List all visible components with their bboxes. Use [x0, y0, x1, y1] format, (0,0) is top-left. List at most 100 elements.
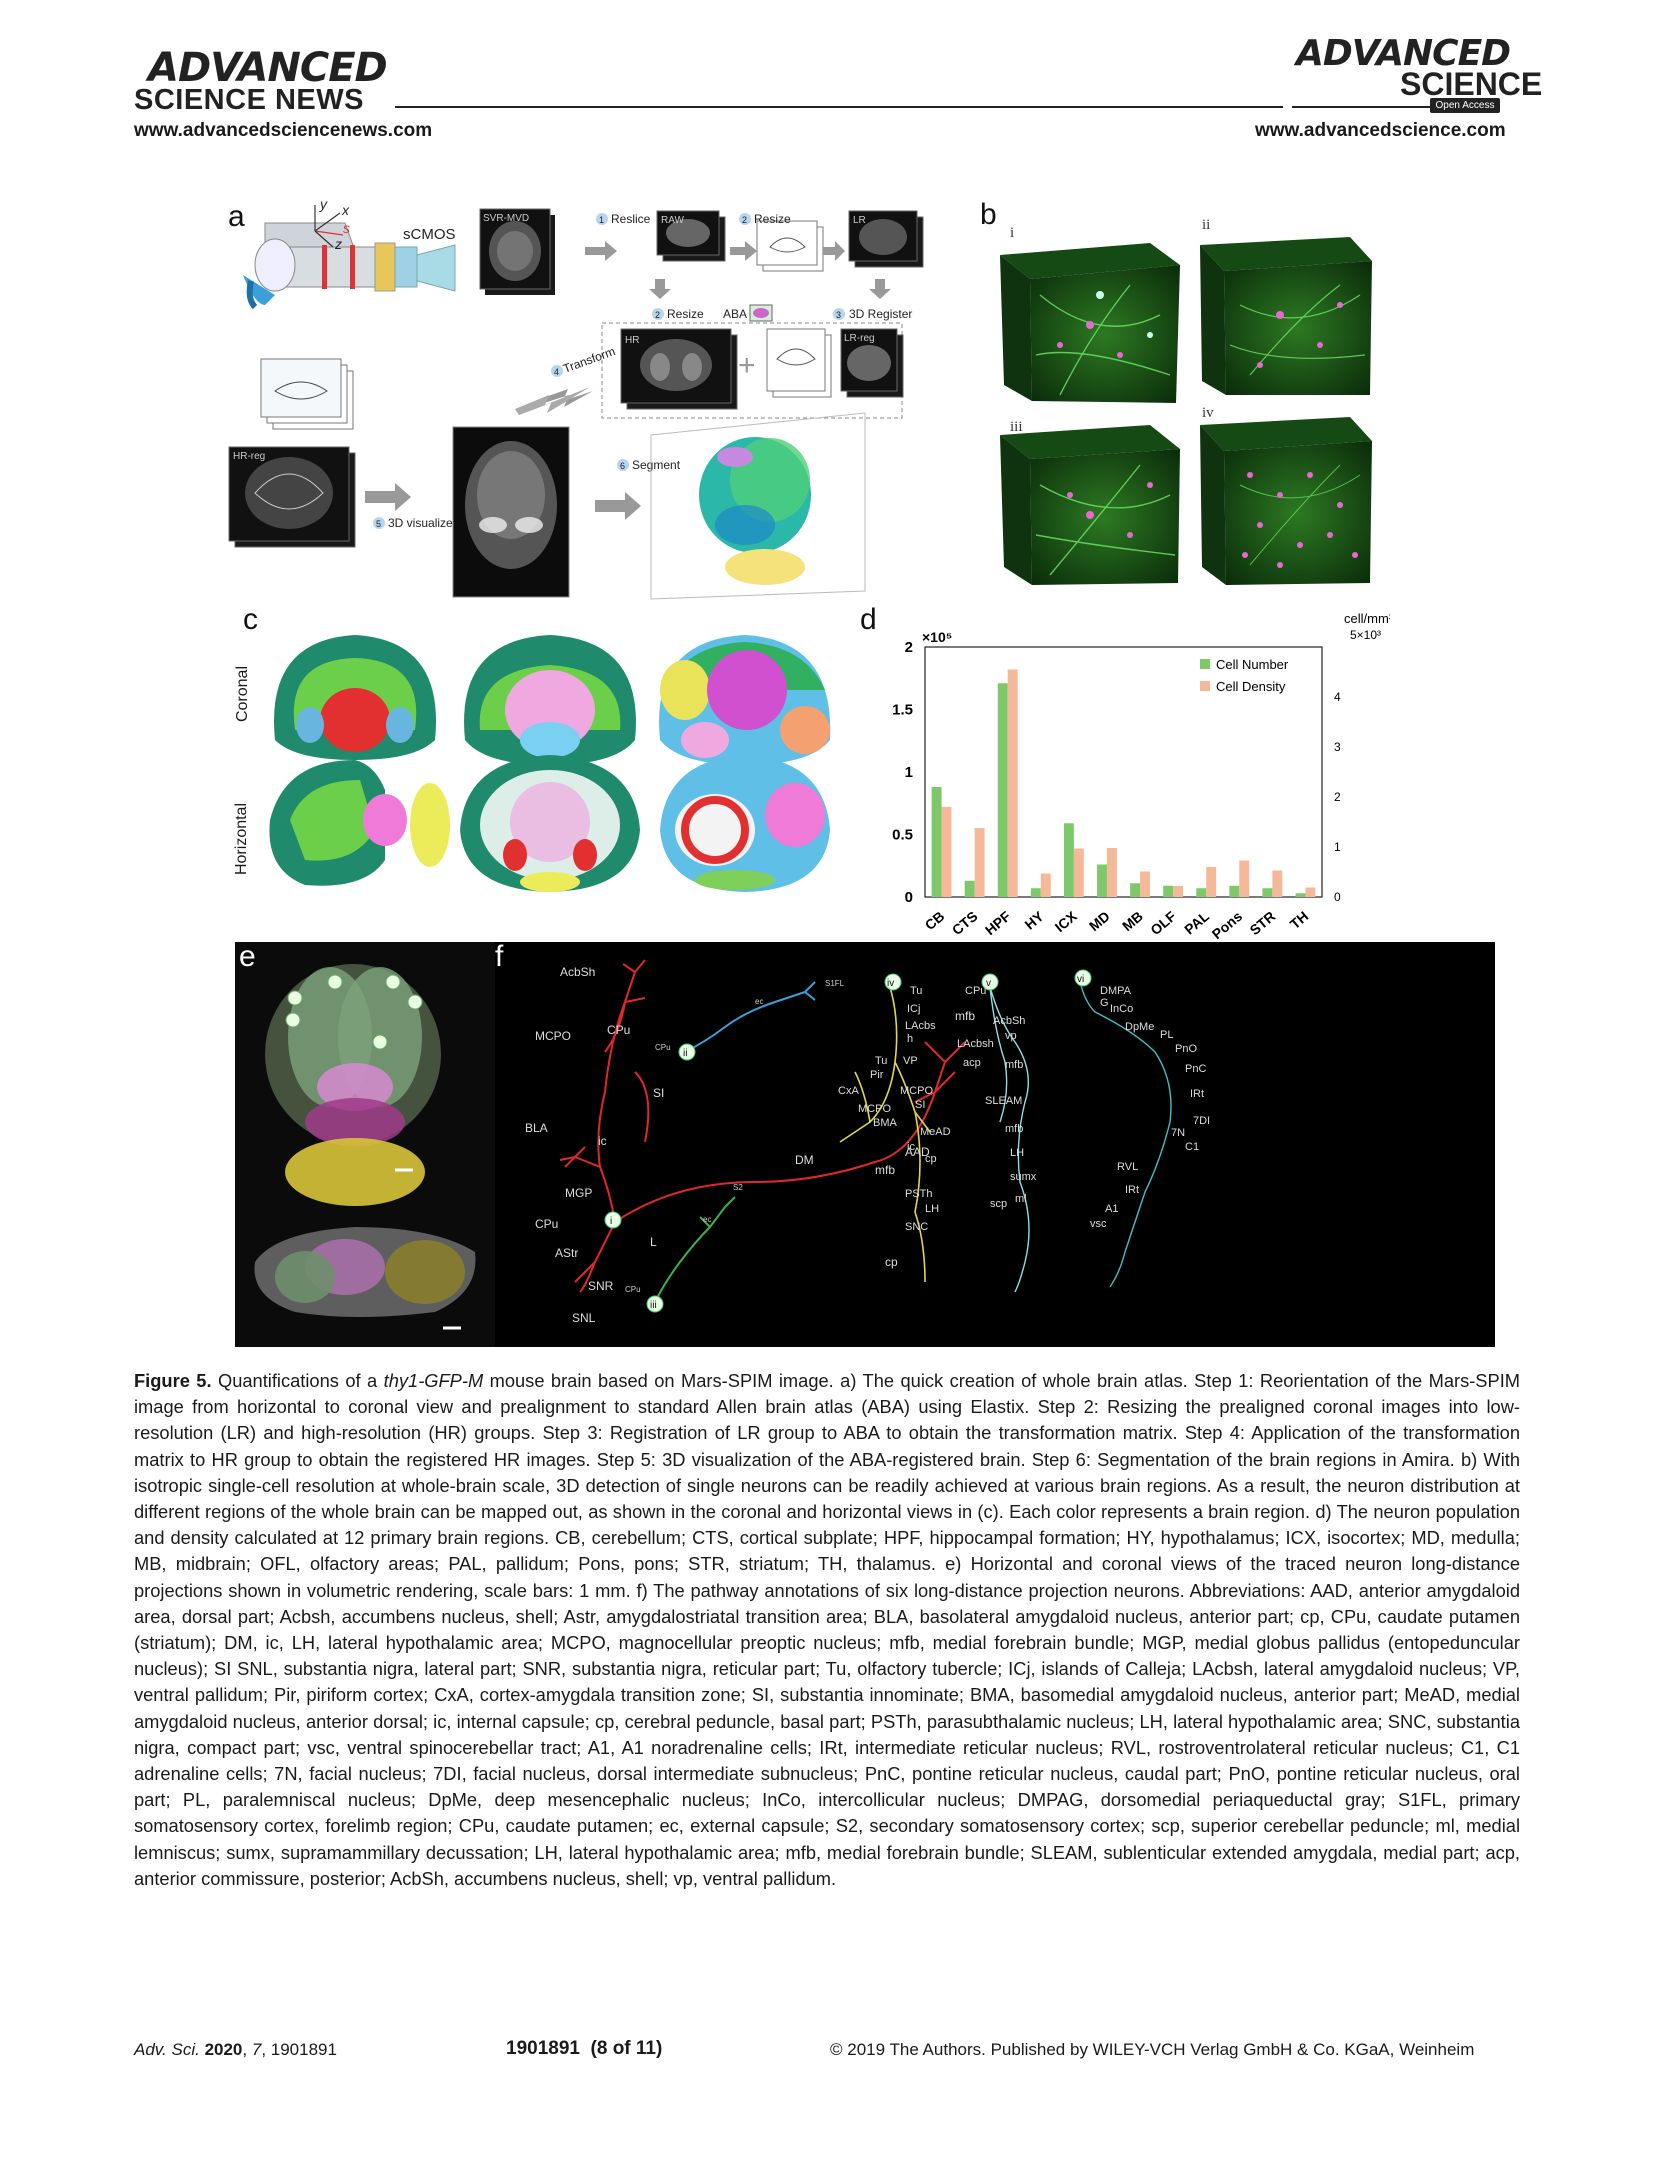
step6-label: Segment: [632, 458, 681, 472]
stack-hr: [620, 328, 738, 410]
label-v-9: sumx: [1010, 1171, 1037, 1183]
panel-a-workflow: y x s z sCMOS SVR-MVD RAW LR: [228, 196, 924, 600]
coronal-map-1: [274, 635, 436, 760]
bar-cell-number-MD: [1097, 864, 1107, 897]
left-tick-label: 2: [905, 639, 913, 656]
label-red-9: DM: [795, 1153, 814, 1167]
label-vi-6: PnC: [1185, 1063, 1206, 1075]
left-tick-label: 1.5: [892, 702, 913, 719]
cube-iv: [1200, 417, 1372, 585]
arrow-resize-2: [649, 279, 671, 299]
caption-italic: thy1-GFP-M: [383, 1370, 484, 1391]
label-red-5: ic: [598, 1134, 607, 1148]
panel-c-letter: c: [243, 603, 258, 636]
bar-cell-density-OLF: [1173, 886, 1184, 897]
label-red-12: mfb: [875, 1163, 895, 1177]
bar-cell-number-STR: [1262, 888, 1273, 897]
label-iv-0: Tu: [910, 985, 922, 997]
label-vi-3: DpMe: [1125, 1021, 1154, 1033]
arrow-visualize: [365, 483, 411, 511]
arrow-resize-1: [730, 241, 757, 261]
bar-cell-number-HPF: [997, 683, 1008, 897]
arrow-segment: [595, 492, 641, 520]
panel-c-brain-maps: [269, 635, 831, 892]
stack-svr-label: SVR-MVD: [483, 213, 529, 224]
microscope-illustration: [243, 205, 456, 310]
label-v-8: LH: [1010, 1147, 1024, 1159]
label-blue-0: S1FL: [825, 979, 845, 988]
x-tick-label-MD: MD: [1086, 908, 1113, 934]
svg-text:4: 4: [554, 367, 559, 377]
marker-iv: iv: [887, 978, 894, 989]
axis-y-label: y: [319, 196, 328, 212]
label-red-10: AAD: [905, 1145, 930, 1159]
axis-z-label: z: [334, 236, 342, 252]
horizontal-label: Horizontal: [233, 802, 250, 876]
step2a-label: Resize: [754, 212, 791, 226]
axis-s-label: s: [343, 220, 350, 236]
bar-cell-number-ICX: [1063, 823, 1074, 897]
panel-c: c Coronal Horizontal: [225, 603, 835, 895]
neuron-ii-blue: [684, 981, 816, 1053]
stack-transform-grid: [260, 358, 354, 430]
step2b-label: Resize: [667, 307, 704, 321]
label-iv-2: LAcbs: [905, 1020, 936, 1032]
label-vi-14: vsc: [1090, 1218, 1107, 1230]
label-red-7: CPu: [535, 1217, 558, 1231]
bar-cell-density-PAL: [1206, 867, 1217, 897]
left-tick-label: 0.5: [892, 827, 913, 844]
label-v-7: mfb: [1005, 1123, 1023, 1135]
marker-ii: ii: [683, 1048, 687, 1059]
neuron-vi-cyan: [1079, 981, 1172, 1288]
label-vi-0: DMPA: [1100, 985, 1132, 997]
label-iv-11: BMA: [873, 1117, 898, 1129]
panel-b-neuron-cubes: i ii iii iv: [1000, 217, 1372, 585]
label-red-8: AStr: [555, 1246, 578, 1260]
bar-cell-density-HPF: [1007, 669, 1018, 897]
plot-frame: [924, 646, 1323, 898]
label-iv-1: ICj: [907, 1003, 920, 1015]
right-url[interactable]: www.advancedscience.com: [1255, 120, 1506, 141]
footer-volume: 7: [251, 2040, 262, 2059]
label-iv-12: MeAD: [920, 1126, 951, 1138]
bar-cell-density-MB: [1140, 871, 1150, 897]
cube-i: [1000, 243, 1180, 403]
stack-hr-label: HR: [625, 335, 639, 346]
panel-b: b: [980, 195, 1390, 595]
axis-x-label: x: [341, 202, 350, 218]
bar-cell-number-CTS: [964, 880, 975, 897]
figure-label: Figure 5.: [134, 1370, 212, 1391]
bar-cell-number-MB: [1130, 883, 1141, 897]
bar-cell-density-CB: [941, 807, 952, 897]
right-tick-label: 1: [1334, 840, 1341, 854]
label-vi-7: IRt: [1190, 1088, 1204, 1100]
label-red-6: MGP: [565, 1186, 592, 1200]
label-green-1: ec: [703, 1215, 711, 1224]
left-tick-label: 0: [905, 889, 913, 906]
science-news-logo-text: SCIENCE NEWS: [134, 84, 364, 116]
right-tick-label: 0: [1334, 890, 1341, 904]
label-iv-10: SI: [915, 1099, 925, 1111]
3d-render-brain: [452, 426, 570, 598]
panel-e-volume: [254, 964, 476, 1330]
left-url[interactable]: www.advancedsciencenews.com: [134, 120, 433, 141]
cube-i-label: i: [1010, 225, 1014, 241]
label-vi-1: G: [1100, 997, 1109, 1009]
bar-cell-density-CTS: [974, 828, 985, 897]
stack-hrreg-label: HR-reg: [233, 451, 265, 462]
left-tick-label: 1: [905, 764, 913, 781]
svg-text:3: 3: [836, 310, 841, 320]
label-red-1: MCPO: [535, 1029, 571, 1043]
label-red-16: L: [650, 1235, 657, 1249]
x-tick-label-HY: HY: [1022, 908, 1048, 933]
panel-e-letter: e: [239, 940, 256, 973]
left-axis-multiplier: ×10⁵: [922, 629, 952, 645]
legend-label-1: Cell Density: [1216, 679, 1286, 694]
legend-swatch-1: [1200, 681, 1210, 691]
panel-a-letter: a: [228, 200, 245, 233]
cube-iii-label: iii: [1010, 419, 1023, 435]
horizontal-map-1: [269, 760, 450, 886]
camera-label: sCMOS: [403, 226, 456, 243]
horizontal-map-3: [660, 755, 830, 892]
